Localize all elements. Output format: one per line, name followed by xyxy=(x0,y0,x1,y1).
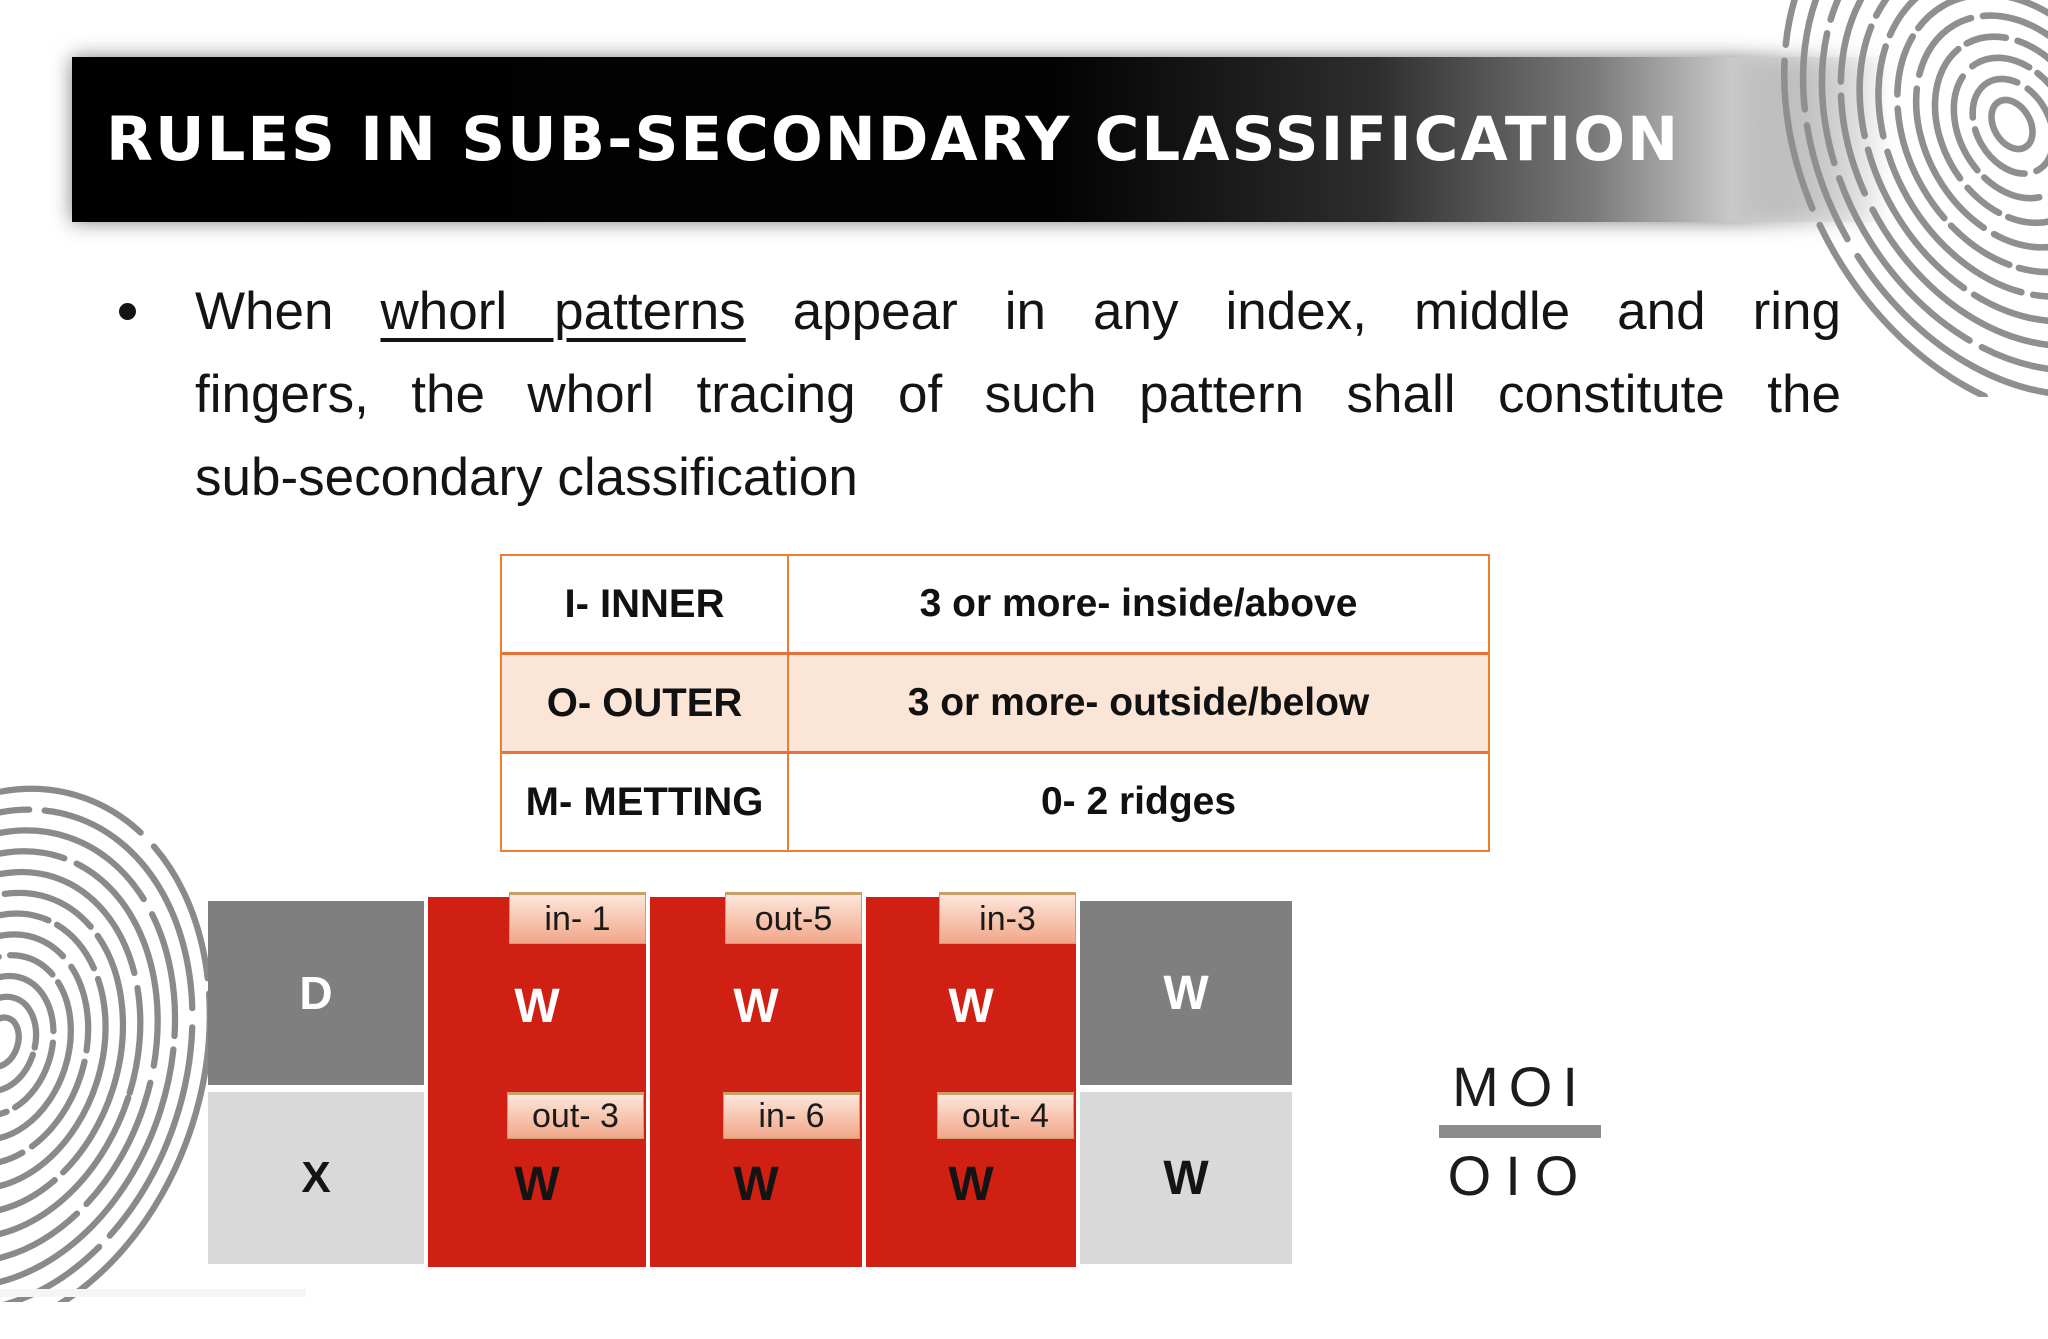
whorl-cell: in-3 W xyxy=(866,892,1076,1089)
definition-cell: 3 or more- outside/below xyxy=(907,681,1370,724)
tracing-tag: out-5 xyxy=(725,892,862,944)
bullet-line-1: When whorl patterns appear in any index,… xyxy=(195,270,1841,353)
whorl-letter: W xyxy=(514,1158,560,1211)
bullet-paragraph: When whorl patterns appear in any index,… xyxy=(195,270,1841,519)
whorl-letter: W xyxy=(514,979,560,1033)
plain-whorl-cell: W xyxy=(1080,901,1292,1085)
whorl-letter: W xyxy=(1163,966,1209,1020)
table-row-inner: I- INNER 3 or more- inside/above xyxy=(502,556,1488,652)
tracing-tag: out- 3 xyxy=(507,1092,644,1139)
classification-rules-table: I- INNER 3 or more- inside/above O- OUTE… xyxy=(500,554,1490,852)
bullet-line-1-pre: When xyxy=(195,282,381,341)
whorl-letter: W xyxy=(948,1158,994,1211)
row-label: D xyxy=(299,967,333,1019)
ridge-tracing-formula: MOI OIO xyxy=(1430,1056,1610,1207)
bullet-line-3: sub-secondary classification xyxy=(195,448,858,507)
table-row-outer: O- OUTER 3 or more- outside/below xyxy=(502,652,1488,751)
bottom-left-artifact xyxy=(0,1289,306,1297)
whorl-cell: out- 3 W xyxy=(428,1086,646,1267)
formula-divider xyxy=(1439,1125,1601,1138)
whorl-letter: W xyxy=(948,979,994,1033)
formula-numerator: MOI xyxy=(1452,1055,1588,1118)
tracing-tag: in- 6 xyxy=(723,1092,860,1139)
whorl-cell: out-5 W xyxy=(650,892,862,1089)
term-cell: O- OUTER xyxy=(502,655,789,751)
term-cell: I- INNER xyxy=(502,556,789,652)
whorl-letter: W xyxy=(733,1158,779,1211)
row-label: X xyxy=(301,1153,331,1202)
tracing-tag: in- 1 xyxy=(509,892,646,944)
tracing-tag: out- 4 xyxy=(937,1092,1074,1139)
tracing-grid-row-d: D in- 1 W out-5 W in-3 W W xyxy=(208,892,1292,1089)
bullet-line-1-underlined: whorl patterns xyxy=(380,282,746,341)
grid-header-cell-x: X xyxy=(208,1092,424,1264)
definition-cell: 3 or more- inside/above xyxy=(919,582,1358,625)
whorl-cell: in- 6 W xyxy=(650,1086,862,1267)
plain-whorl-cell: W xyxy=(1080,1092,1292,1264)
term-cell: M- METTING xyxy=(502,754,789,850)
tracing-grid-row-x: X out- 3 W in- 6 W out- 4 W W xyxy=(208,1086,1292,1267)
grid-header-cell-d: D xyxy=(208,901,424,1085)
whorl-cell: in- 1 W xyxy=(428,892,646,1089)
bullet-line-2: fingers, the whorl tracing of such patte… xyxy=(195,365,1841,424)
title-bar: RULES IN SUB-SECONDARY CLASSIFICATION xyxy=(72,57,2048,222)
whorl-letter: W xyxy=(1163,1151,1209,1205)
bullet-icon xyxy=(119,303,136,320)
page-title: RULES IN SUB-SECONDARY CLASSIFICATION xyxy=(106,104,1681,175)
table-row-meeting: M- METTING 0- 2 ridges xyxy=(502,751,1488,850)
whorl-cell: out- 4 W xyxy=(866,1086,1076,1267)
definition-cell: 0- 2 ridges xyxy=(1040,780,1237,823)
formula-denominator: OIO xyxy=(1447,1144,1593,1207)
tracing-tag: in-3 xyxy=(939,892,1076,944)
whorl-letter: W xyxy=(733,979,779,1033)
bullet-line-1-post: appear in any index, middle and ring xyxy=(745,282,1841,341)
